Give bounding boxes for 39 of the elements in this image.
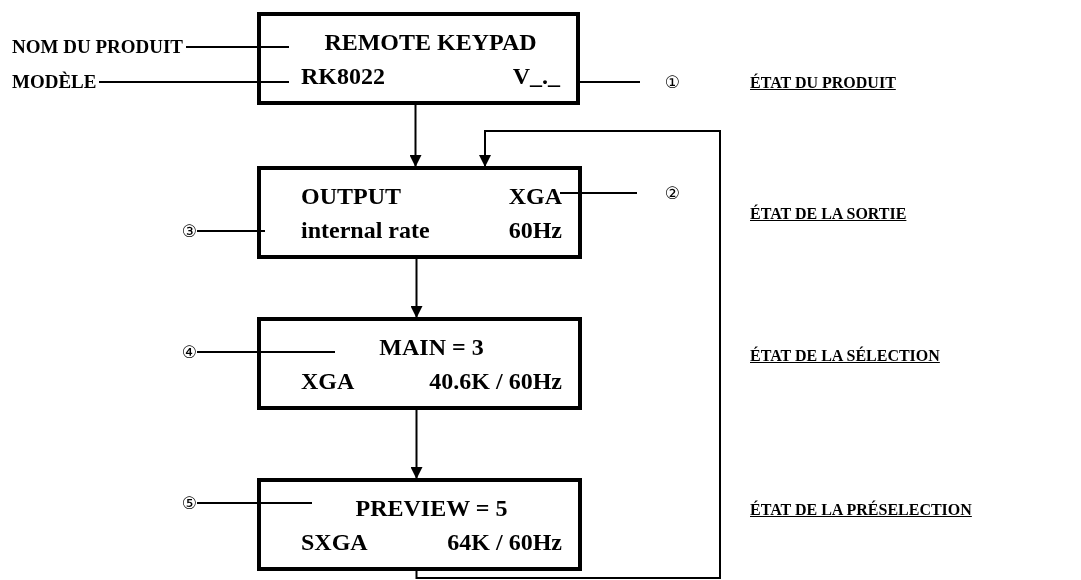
leader-line [196,351,336,353]
callout-number: ③ [163,220,197,242]
callout-number: ⑤ [172,492,197,514]
display-text: SXGA [301,527,368,556]
state-heading: ÉTAT DE LA SORTIE [750,204,907,224]
display-text: RK8022 [301,61,385,90]
display-box [257,478,582,571]
leader-line [185,46,290,48]
callout-number: ② [637,182,680,204]
leader-line [579,81,641,83]
leader-line [98,81,290,83]
field-label: NOM DU PRODUIT [12,36,235,58]
display-text: 40.6K / 60Hz [429,366,562,395]
leader-line [196,230,266,232]
display-box [257,166,582,259]
arrow [415,130,721,579]
state-heading: ÉTAT DE LA PRÉSELECTION [750,500,972,520]
display-box [257,317,582,410]
arrow [409,104,422,167]
display-text: XGA [508,181,562,210]
leader-line [559,192,638,194]
callout-number: ① [640,71,680,93]
display-text: PREVIEW = 5 [355,493,508,522]
display-text: V_._ [512,61,560,90]
display-text: OUTPUT [301,181,401,210]
display-text: 60Hz [508,215,562,244]
display-text: internal rate [301,215,430,244]
display-text: REMOTE KEYPAD [324,27,537,56]
display-text: MAIN = 3 [379,332,484,361]
leader-line [196,502,313,504]
field-label: MODÈLE [12,71,151,93]
state-heading: ÉTAT DE LA SÉLECTION [750,346,940,366]
display-text: 64K / 60Hz [447,527,562,556]
display-text: XGA [301,366,355,395]
callout-number: ④ [172,341,197,363]
arrow [410,409,423,479]
state-heading: ÉTAT DU PRODUIT [750,73,896,93]
arrow [410,258,423,318]
display-box [257,12,580,105]
